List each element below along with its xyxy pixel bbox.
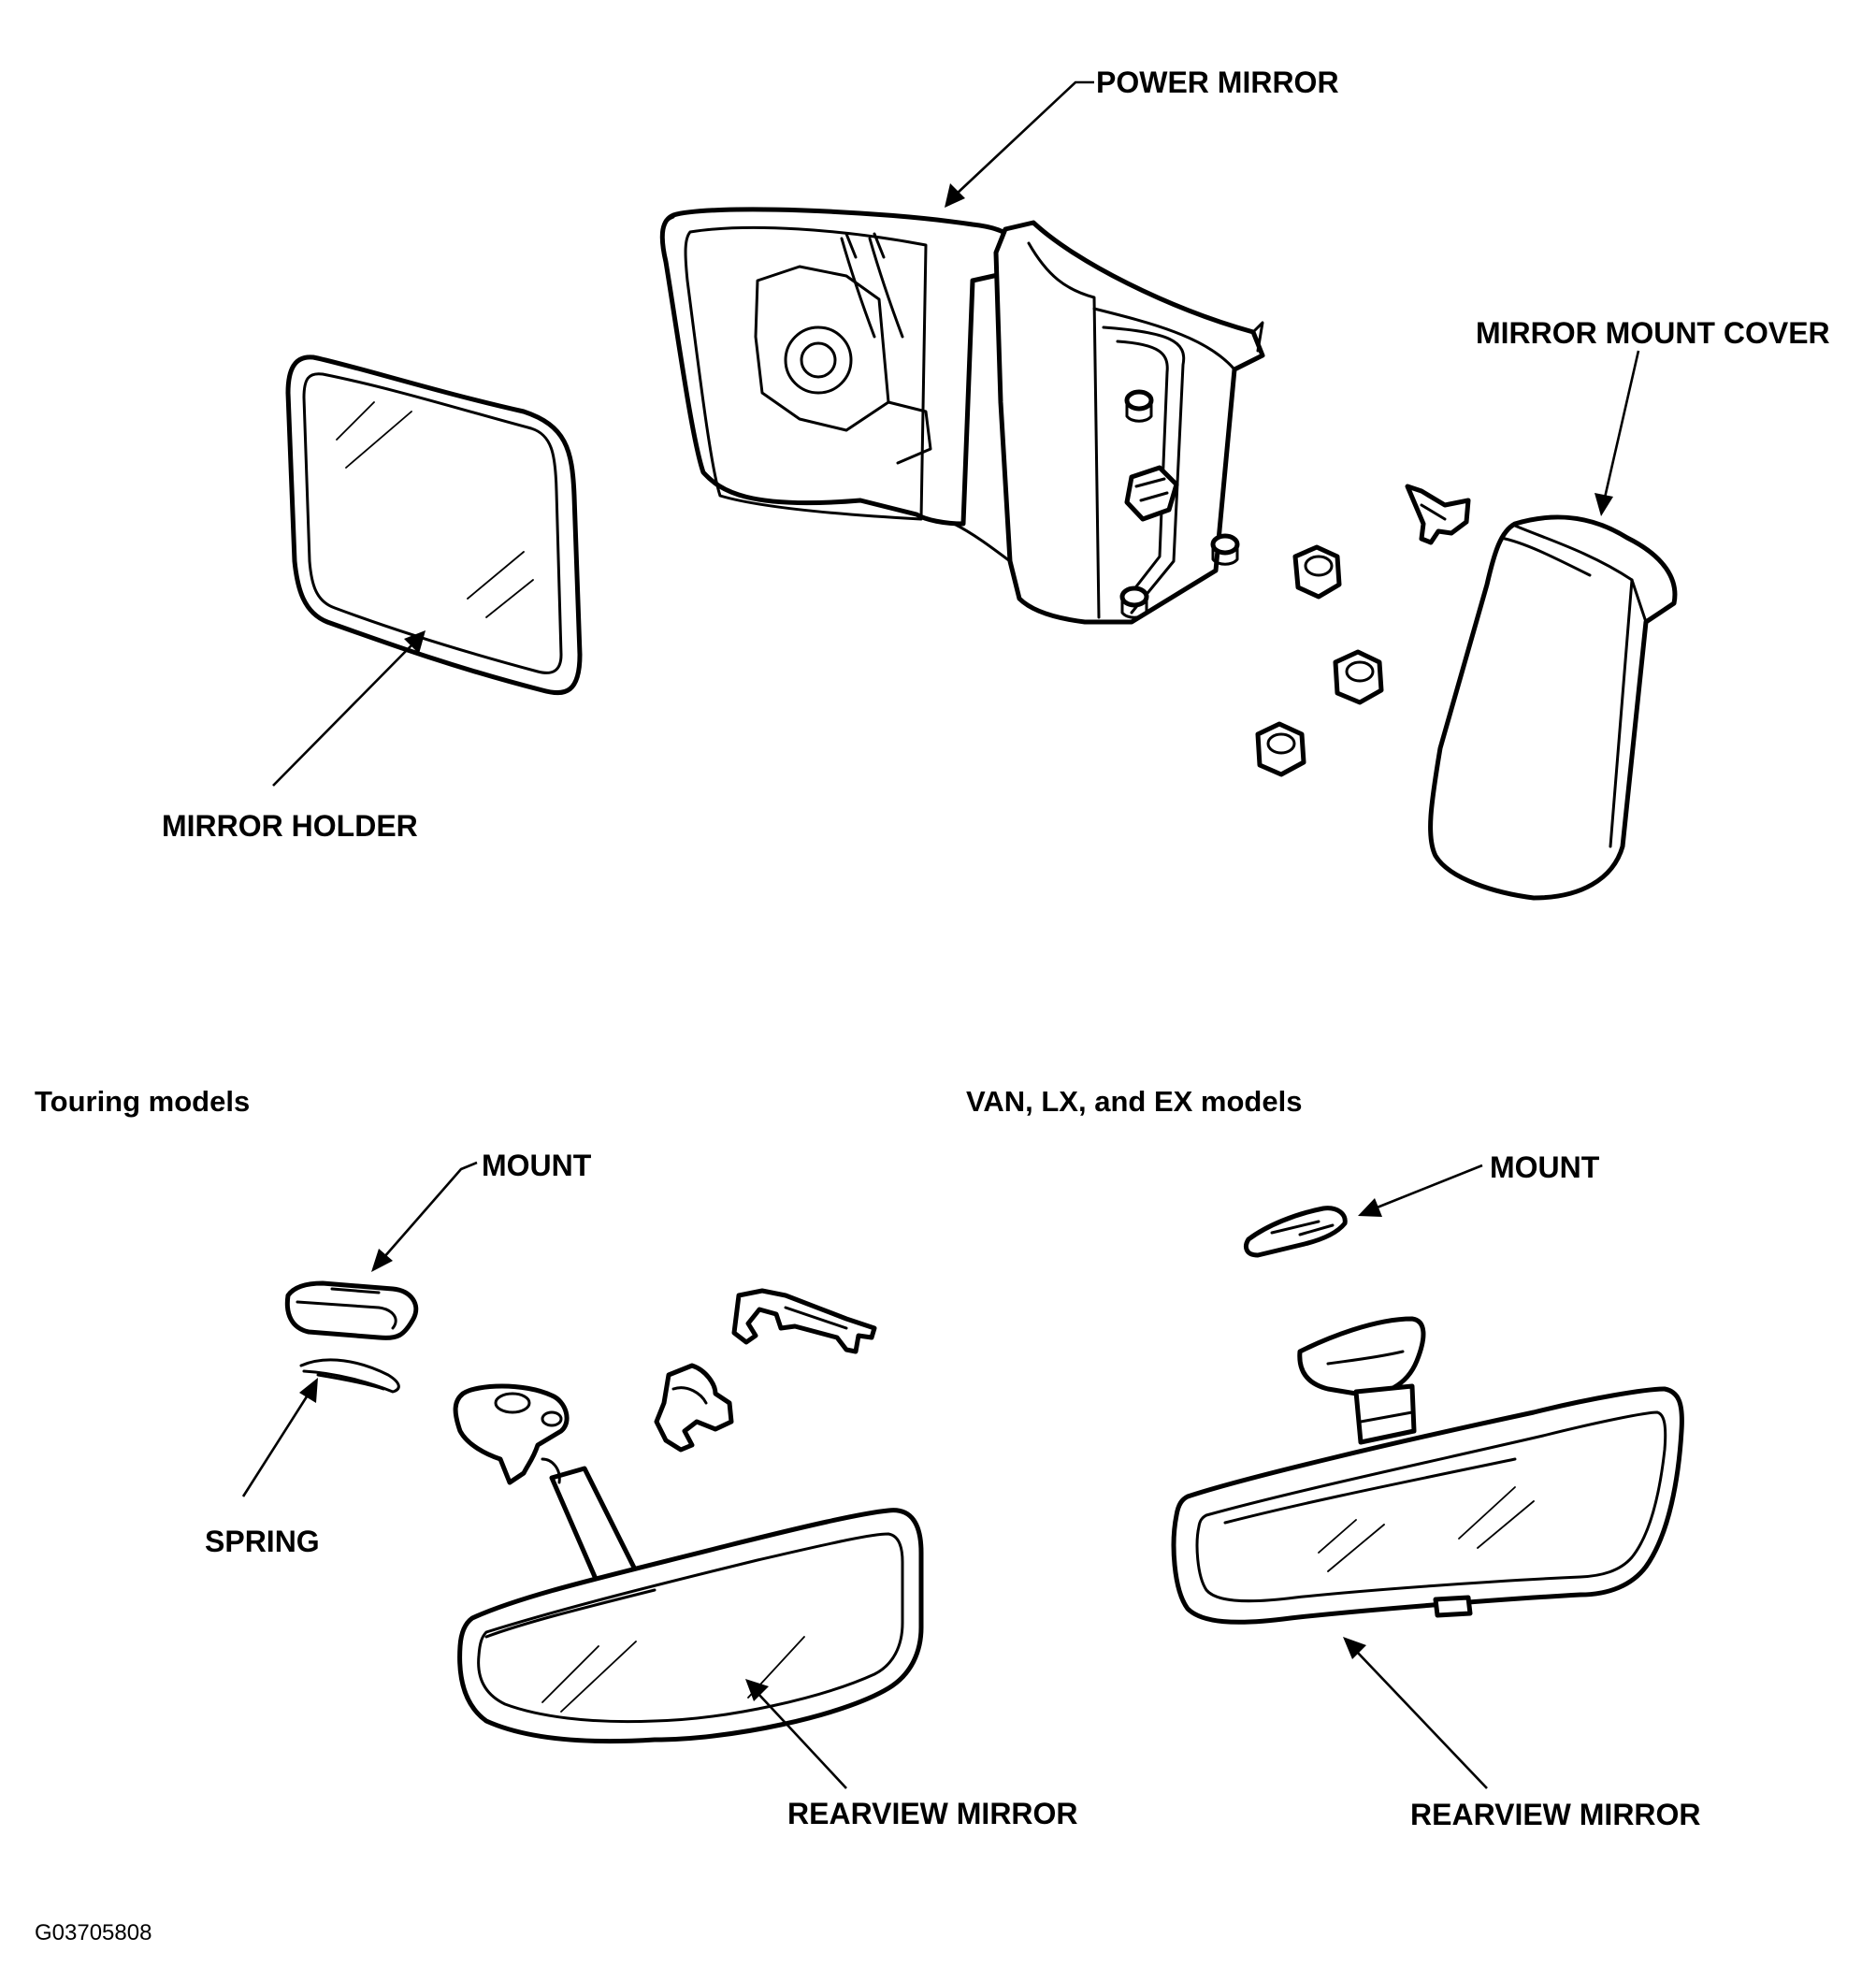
label-spring: SPRING	[205, 1525, 320, 1558]
label-mount-touring: MOUNT	[482, 1149, 592, 1182]
power-mirror-housing	[659, 207, 1265, 625]
label-rearview-mirror-touring: REARVIEW MIRROR	[787, 1797, 1078, 1830]
label-mirror-mount-cover: MIRROR MOUNT COVER	[1476, 316, 1830, 350]
label-rearview-mirror-van: REARVIEW MIRROR	[1410, 1798, 1701, 1831]
mirror-mount-cover-part	[1428, 514, 1678, 901]
touring-mount-part	[284, 1280, 419, 1340]
label-mount-van: MOUNT	[1490, 1150, 1600, 1184]
label-van-lx-ex-models: VAN, LX, and EX models	[966, 1085, 1303, 1118]
van-rearview-mirror-part	[1171, 1316, 1684, 1625]
figure-code: G03705808	[35, 1920, 152, 1945]
touring-rearview-mirror-part	[453, 1383, 924, 1744]
mounting-nuts	[1255, 484, 1471, 777]
touring-brackets	[654, 1288, 877, 1453]
spring-part	[299, 1358, 400, 1394]
label-touring-models: Touring models	[35, 1085, 251, 1118]
mirror-holder-part	[285, 354, 583, 696]
leader-lines	[241, 80, 1640, 1789]
van-mount-part	[1244, 1206, 1348, 1258]
label-mirror-holder: MIRROR HOLDER	[162, 809, 418, 843]
label-power-mirror: POWER MIRROR	[1096, 65, 1339, 99]
